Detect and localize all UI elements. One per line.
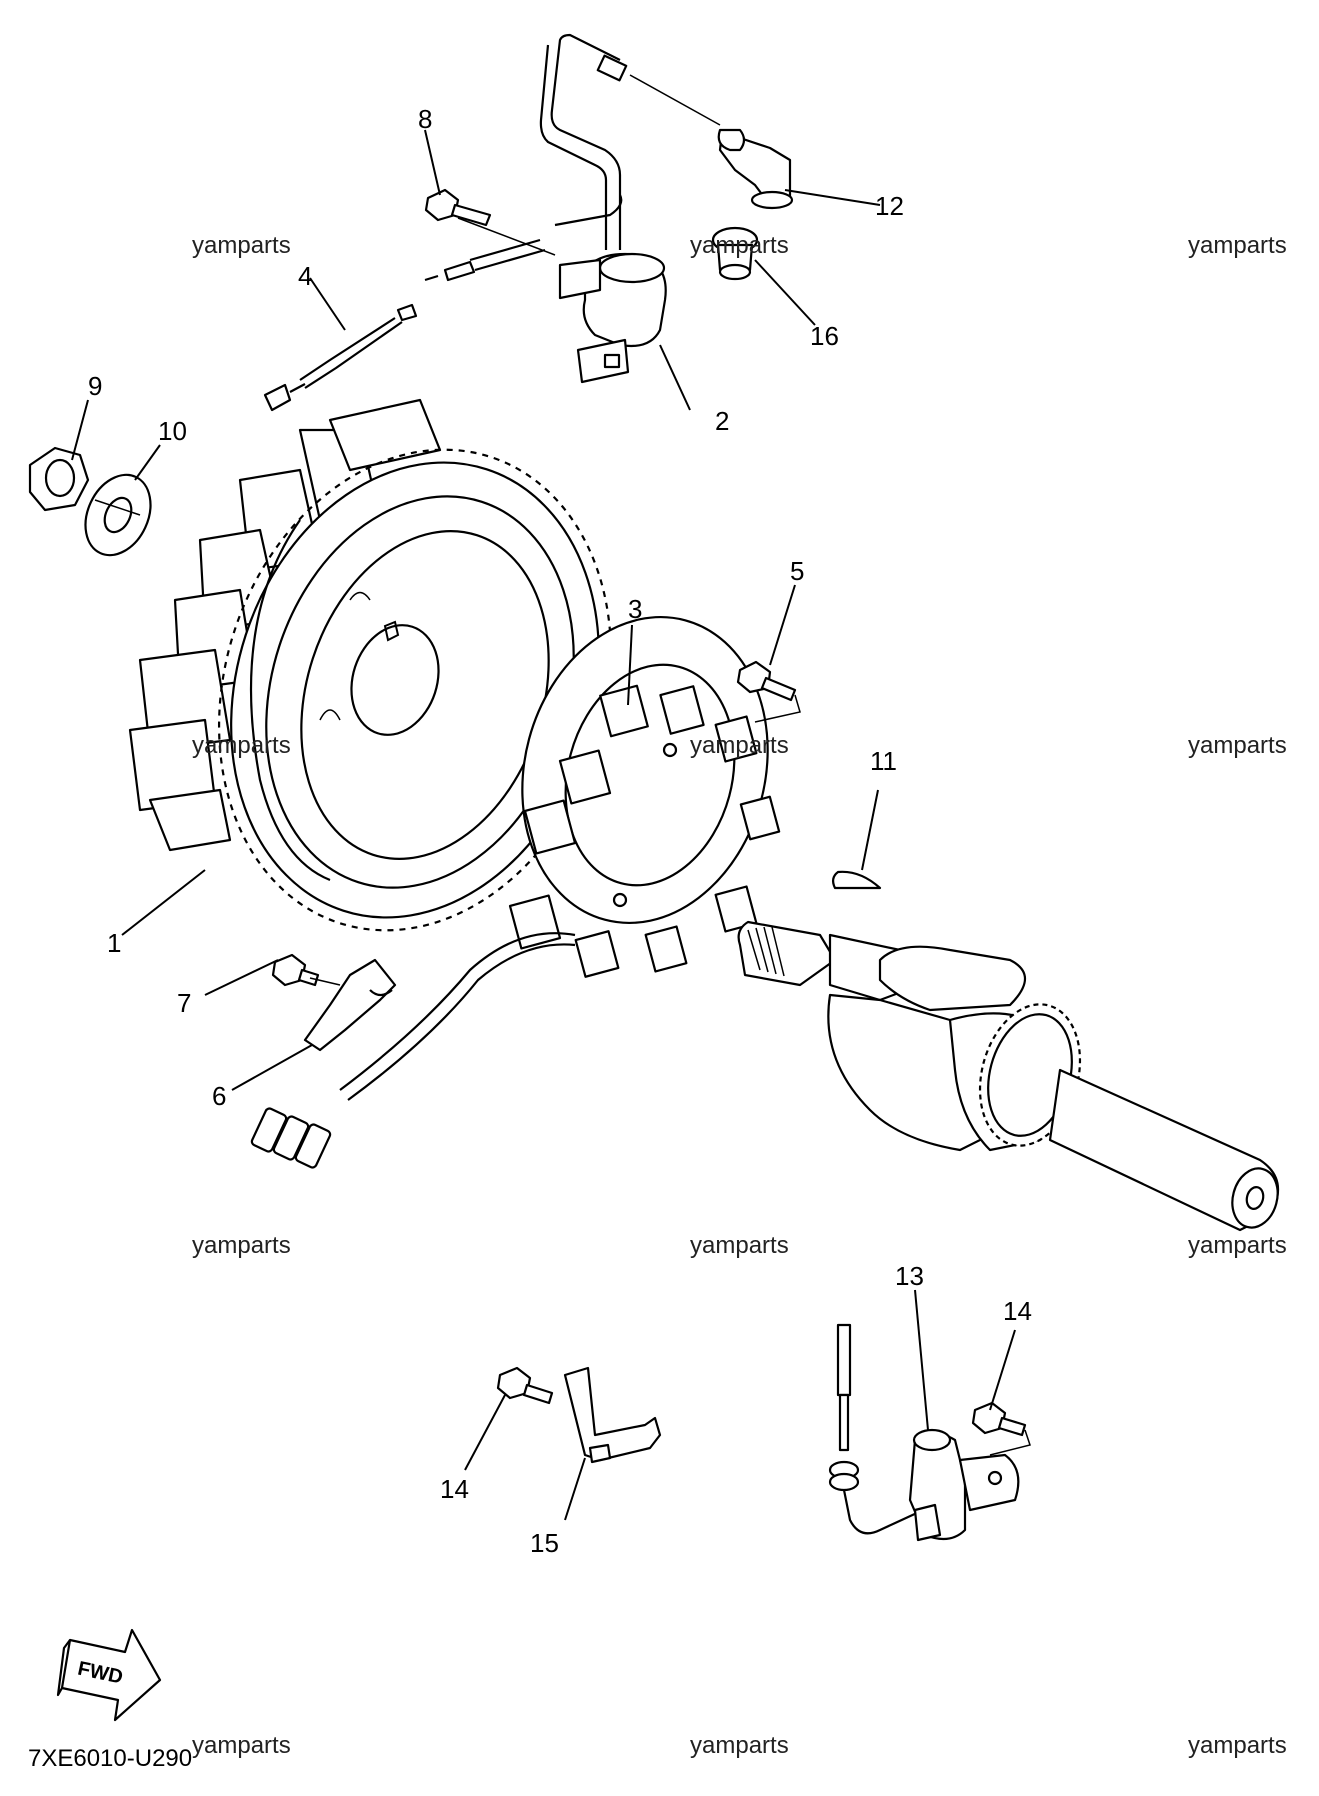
diagram-code: 7XE6010-U290 (28, 1745, 192, 1772)
callout-11: 11 (870, 746, 897, 776)
callout-8: 8 (418, 104, 432, 134)
callout-7: 7 (177, 988, 191, 1018)
watermark: yamparts (690, 1232, 789, 1259)
plug-cap-part (717, 128, 794, 210)
bolt-14-left-part (496, 1366, 554, 1405)
bolt-7-part (271, 953, 320, 987)
callout-2: 2 (715, 406, 729, 436)
grommet-part (711, 226, 759, 281)
callout-1: 1 (107, 928, 121, 958)
watermark: yamparts (192, 232, 291, 259)
callout-14-right: 14 (1003, 1296, 1032, 1326)
callout-16: 16 (810, 321, 839, 351)
watermark: yamparts (192, 1232, 291, 1259)
callout-15: 15 (530, 1528, 559, 1558)
ignition-coil-part (539, 33, 667, 384)
watermark: yamparts (192, 1732, 291, 1759)
watermark: yamparts (1188, 1232, 1287, 1259)
clamp-6-part (303, 958, 397, 1052)
stator-part (250, 615, 781, 1169)
callout-4: 4 (298, 261, 312, 291)
watermark: yamparts (192, 732, 291, 759)
callout-9: 9 (88, 371, 102, 401)
leader-lines (71, 129, 1016, 1521)
callout-12: 12 (875, 191, 904, 221)
callout-10: 10 (158, 416, 187, 446)
callout-3: 3 (628, 594, 642, 624)
flywheel-part (128, 398, 613, 932)
callout-5: 5 (790, 556, 804, 586)
watermark: yamparts (690, 1732, 789, 1759)
oil-sensor-part (828, 1323, 1020, 1542)
bolt-14-right-part (971, 1401, 1031, 1456)
watermark: yamparts (690, 732, 789, 759)
bolt-8-part (424, 188, 492, 227)
watermark: yamparts (1188, 732, 1287, 759)
bracket-15-part (563, 1366, 662, 1464)
crankshaft-part (737, 920, 1280, 1232)
callout-13: 13 (895, 1261, 924, 1291)
fwd-arrow-icon: FWD (56, 1628, 162, 1722)
nut-part (28, 446, 90, 512)
woodruff-key-part (831, 870, 882, 890)
watermarks: yamparts yamparts yamparts yamparts yamp… (192, 232, 1287, 1759)
washer-part (84, 473, 152, 557)
watermark: yamparts (690, 232, 789, 259)
watermark: yamparts (1188, 232, 1287, 259)
bolt-5-part (736, 660, 801, 723)
callout-labels: 1 2 3 4 5 6 7 8 9 10 11 12 13 14 14 15 1… (88, 104, 1032, 1558)
callout-6: 6 (212, 1081, 226, 1111)
lead-wire-part (263, 194, 623, 412)
callout-14-left: 14 (440, 1474, 469, 1504)
watermark: yamparts (1188, 1732, 1287, 1759)
assembly-lines (94, 74, 721, 986)
